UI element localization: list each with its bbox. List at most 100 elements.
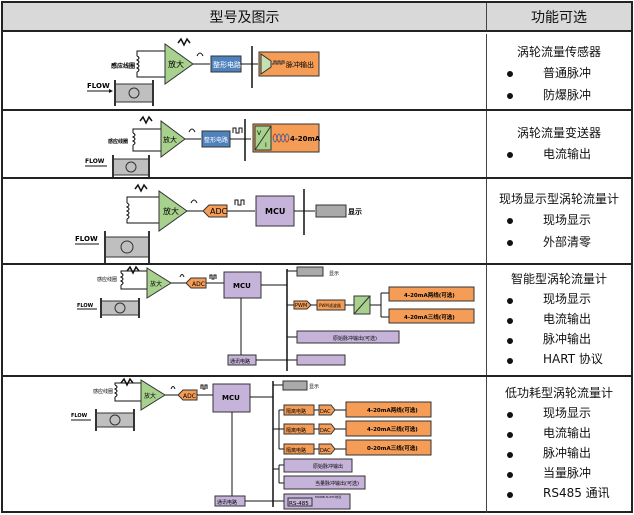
coil-label: 感应线圈 bbox=[97, 276, 117, 283]
diagram-stroke bbox=[273, 464, 284, 484]
amplifier-shape bbox=[158, 190, 188, 232]
signal-wave-icon bbox=[139, 115, 153, 125]
diagram-stroke bbox=[136, 50, 165, 78]
dac-box bbox=[318, 423, 336, 435]
amplifier-shape bbox=[164, 43, 194, 85]
adc-label: ADC bbox=[210, 207, 228, 216]
diagram-stroke bbox=[287, 497, 313, 507]
function-cell: 涡轮流量传感器 普通脉冲 防爆脉冲 bbox=[487, 34, 631, 109]
coil-icon bbox=[119, 272, 124, 286]
diagram-stroke bbox=[260, 53, 272, 75]
flow-label: FLOW bbox=[87, 82, 110, 90]
diagram-stroke: 0-20mA三线(可选) bbox=[367, 444, 418, 452]
shaper-label: 整形电路 bbox=[204, 136, 228, 144]
isolation-chain-2: 隔离电路 DAC 4-20mA三线(可选) bbox=[283, 420, 432, 437]
diagram-stroke: DAC bbox=[320, 428, 331, 434]
diagram-local-display: 放大 ADC MCU 显示 FLOW bbox=[75, 183, 362, 263]
header-function-column: 功能可选 bbox=[487, 3, 631, 32]
feature-item: 电流输出 bbox=[487, 309, 631, 329]
model-title: 低功耗型涡轮流量计 bbox=[504, 386, 613, 400]
adc-label: ADC bbox=[192, 281, 205, 288]
half-wave-icon bbox=[179, 274, 185, 278]
diagram-stroke bbox=[254, 125, 272, 151]
function-cell: 涡轮流量变送器 电流输出 bbox=[487, 111, 631, 177]
diagram-stroke bbox=[126, 196, 161, 224]
diagram-stroke: 隔离电路 bbox=[286, 427, 306, 434]
diagram-cell: 感应线圈 放大 整形电路 V I 4-20mA FL bbox=[3, 111, 487, 177]
amplifier-label: 放大 bbox=[150, 280, 162, 288]
amplifier-label: 放大 bbox=[163, 206, 179, 216]
shaper-label: 整形电路 bbox=[213, 60, 241, 69]
diagram-low-power-meter: 感应线圈 放大 ADC MCU 通讯电路 bbox=[71, 377, 432, 510]
turbine-icon bbox=[128, 87, 140, 99]
display-box bbox=[315, 204, 347, 218]
feature-item: 脉冲输出 bbox=[487, 329, 631, 349]
diagram-turbine-transmitter: 感应线圈 放大 整形电路 V I 4-20mA FL bbox=[85, 115, 321, 177]
square-wave-icon bbox=[209, 274, 217, 280]
turbine-icon bbox=[125, 161, 137, 173]
diagram-stroke bbox=[380, 292, 389, 318]
feature-item: 防爆脉冲 bbox=[487, 84, 631, 106]
flow-label: FLOW bbox=[75, 235, 98, 243]
diagram-stroke bbox=[109, 89, 113, 93]
amplifier-shape bbox=[146, 267, 172, 299]
diagram-cell: 放大 ADC MCU 显示 FLOW bbox=[3, 179, 487, 263]
adc-label: ADC bbox=[183, 393, 196, 400]
square-wave-icon bbox=[234, 199, 245, 206]
equiv-pulse-box bbox=[283, 475, 366, 490]
raw-pulse-box bbox=[283, 458, 353, 473]
header-diagram-column: 型号及图示 bbox=[3, 3, 487, 32]
diagram-stroke: I bbox=[265, 142, 267, 149]
diagram-stroke: 4-20mA三线(可选) bbox=[367, 425, 418, 433]
model-title: 智能型涡轮流量计 bbox=[510, 272, 607, 286]
output-box bbox=[345, 439, 432, 456]
display-label: 显示 bbox=[348, 207, 362, 216]
mcu-box bbox=[223, 271, 262, 299]
pulse-train-icon bbox=[272, 60, 285, 65]
isolation-chain-1: 隔离电路 DAC 4-20mA两线(可选) bbox=[283, 401, 432, 418]
rs485-label: RS-485 bbox=[289, 501, 309, 507]
diagram-stroke: DAC bbox=[320, 409, 331, 415]
turbine-icon bbox=[114, 302, 126, 314]
feature-item: 现场显示 bbox=[487, 209, 631, 231]
amplifier-shape bbox=[140, 379, 166, 411]
feature-item: 现场显示 bbox=[487, 403, 631, 423]
square-wave-icon bbox=[200, 384, 208, 390]
turbine-icon bbox=[109, 414, 121, 426]
square-wave-icon bbox=[232, 127, 243, 134]
flow-label: FLOW bbox=[77, 303, 94, 309]
turbine-pipe bbox=[112, 158, 150, 176]
mcu-label: MCU bbox=[265, 207, 285, 216]
diagram-stroke: 4-20mA两线(可选) bbox=[367, 406, 418, 414]
diagram-stroke bbox=[114, 382, 143, 402]
function-cell: 智能型涡轮流量计 现场显示 电流输出 脉冲输出 HART 协议 bbox=[487, 265, 631, 375]
output-3wire-label: 4-20mA三线(可选) bbox=[404, 313, 455, 321]
row-low-power-meter: 感应线圈 放大 ADC MCU 通讯电路 bbox=[3, 377, 631, 513]
row-smart-meter: 感应线圈 放大 ADC MCU 通讯电路 bbox=[3, 265, 631, 377]
amplifier-label: 放大 bbox=[168, 59, 184, 69]
turbine-icon bbox=[120, 240, 134, 254]
display-label: 显示 bbox=[329, 271, 339, 277]
feature-item: 电流输出 bbox=[487, 423, 631, 443]
diagram-stroke: V bbox=[257, 130, 262, 137]
current-output-label: 4-20mA bbox=[290, 135, 321, 143]
feature-item: 现场显示 bbox=[487, 289, 631, 309]
coil-icon bbox=[125, 202, 130, 220]
row-turbine-transmitter: 感应线圈 放大 整形电路 V I 4-20mA FL bbox=[3, 111, 631, 179]
feature-item: 脉冲输出 bbox=[487, 443, 631, 463]
feature-item: 普通脉冲 bbox=[487, 62, 631, 84]
coil-icon bbox=[135, 55, 140, 73]
raw-pulse-label: 原始脉冲输出 bbox=[313, 463, 343, 470]
feature-item: RS485 通讯 bbox=[487, 483, 631, 503]
display-label: 显示 bbox=[309, 384, 319, 390]
display-box bbox=[296, 266, 324, 277]
comm-circuit-label: 通讯电路 bbox=[230, 358, 250, 365]
diagram-stroke bbox=[132, 128, 163, 152]
display-box bbox=[282, 380, 308, 391]
output-2wire-label: 4-20mA两线(可选) bbox=[404, 291, 455, 299]
signal-wave-icon bbox=[177, 37, 191, 47]
function-cell: 低功耗型涡轮流量计 现场显示 电流输出 脉冲输出 当量脉冲 RS485 通讯 bbox=[487, 377, 631, 513]
diagram-stroke: DAC bbox=[320, 448, 331, 454]
signal-wave-icon bbox=[134, 183, 148, 193]
